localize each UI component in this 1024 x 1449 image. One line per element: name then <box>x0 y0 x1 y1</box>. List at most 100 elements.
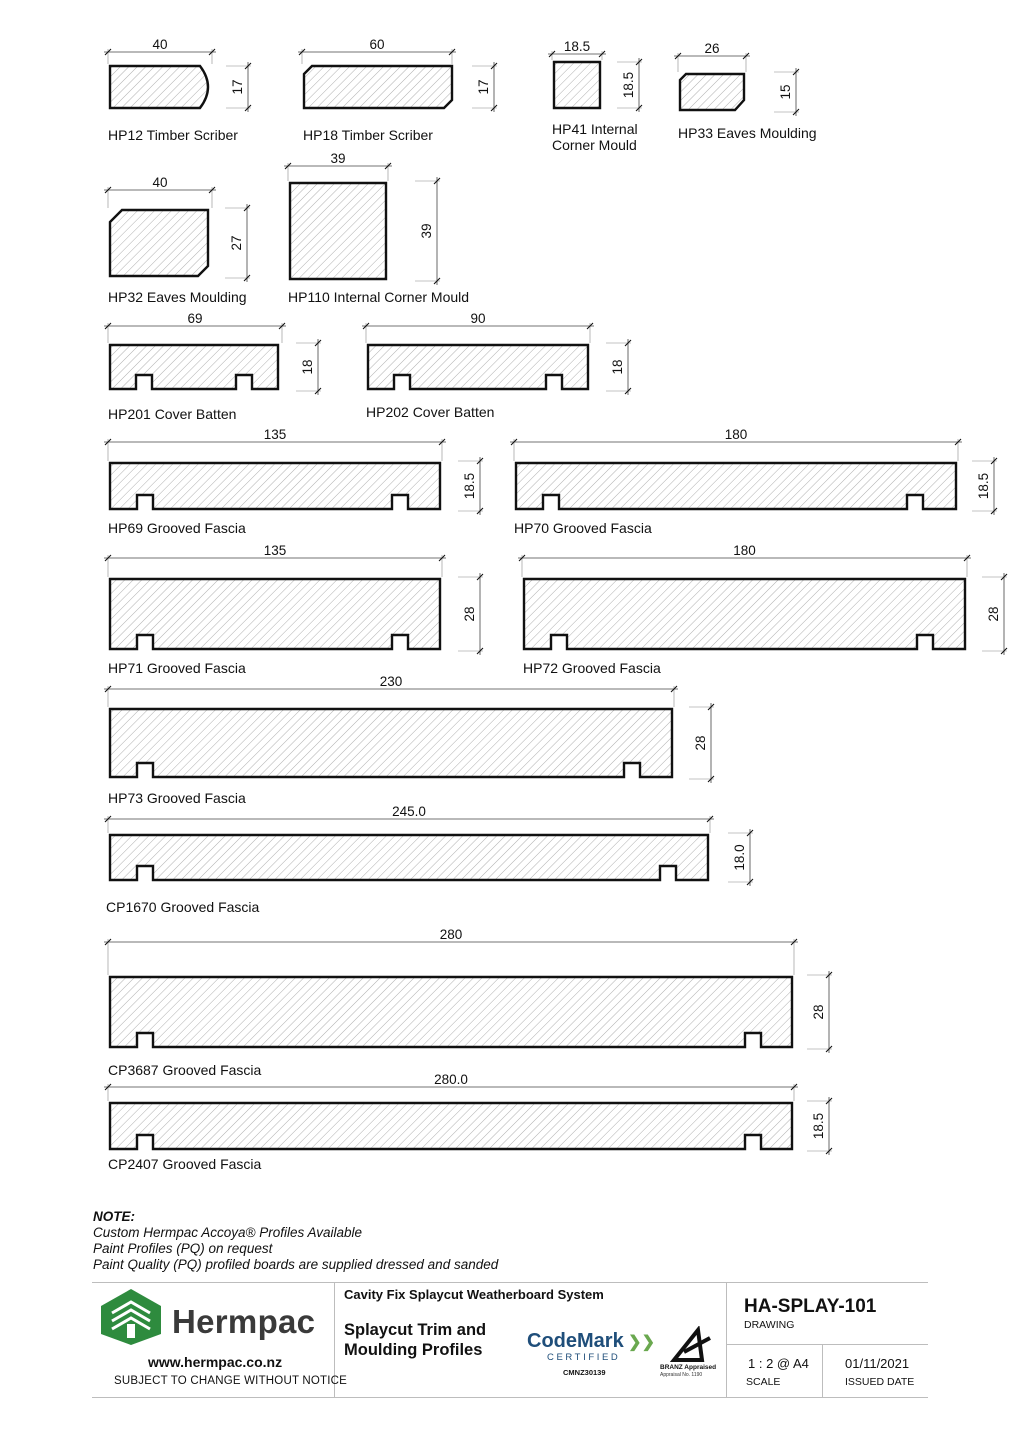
height-dimension-label: 27 <box>229 235 244 250</box>
profile-label: Corner Mould <box>552 137 637 153</box>
height-dimension-label: 18.0 <box>732 844 747 870</box>
profile-section <box>522 577 967 651</box>
width-dimension-label: 90 <box>470 311 485 326</box>
dimension-tick <box>438 554 446 562</box>
dimension-tick <box>476 573 484 581</box>
dimension-tick <box>278 322 286 330</box>
width-dimension-label: 39 <box>330 151 345 166</box>
dimension-tick <box>548 50 556 58</box>
height-dimension-label: 18 <box>610 359 625 374</box>
issued-date: 01/11/2021 <box>845 1356 910 1371</box>
profile-label: HP71 Grooved Fascia <box>108 660 246 676</box>
dimension-tick <box>314 339 322 347</box>
dimension-tick <box>825 1045 833 1053</box>
height-dimension-label: 28 <box>811 1004 826 1019</box>
profile-section <box>108 343 280 391</box>
dimension-tick <box>706 815 714 823</box>
dimension-tick <box>670 685 678 693</box>
dimension-tick <box>104 815 112 823</box>
width-dimension-label: 230 <box>380 674 403 689</box>
dimension-tick <box>518 554 526 562</box>
dimension-tick <box>825 971 833 979</box>
width-dimension-label: 60 <box>369 37 384 52</box>
branz-number: Appraisal No. 1190 <box>660 1372 703 1378</box>
branz-appraised-logo: BRANZ Appraised Appraisal No. 1190 <box>658 1325 718 1380</box>
brand-name: Hermpac <box>172 1303 316 1340</box>
hermpac-logo-icon <box>101 1289 161 1345</box>
profile-label: HP12 Timber Scriber <box>108 127 238 143</box>
dimension-tick <box>104 938 112 946</box>
profile-label: HP110 Internal Corner Mould <box>288 289 469 305</box>
height-dimension-label: 15 <box>778 84 793 99</box>
sheet-title: Splaycut Trim and Moulding Profiles <box>344 1321 487 1359</box>
dimension-tick <box>825 1097 833 1105</box>
profile-label: HP32 Eaves Moulding <box>108 289 247 305</box>
profile-section <box>366 343 590 391</box>
width-dimension-label: 180 <box>733 543 756 558</box>
width-dimension-label: 280 <box>440 927 463 942</box>
dimension-tick <box>104 1083 112 1091</box>
dimension-tick <box>635 104 643 112</box>
profile-section <box>288 181 388 281</box>
dimension-tick <box>586 322 594 330</box>
profile-label: CP1670 Grooved Fascia <box>106 899 260 915</box>
dimension-tick <box>746 878 754 886</box>
drawing-number: HA-SPLAY-101 <box>744 1296 877 1317</box>
profile-label: HP72 Grooved Fascia <box>523 660 661 676</box>
height-dimension-label: 17 <box>230 79 245 94</box>
dimension-tick <box>674 52 682 60</box>
profile-label: HP70 Grooved Fascia <box>514 520 652 536</box>
profile-label: CP3687 Grooved Fascia <box>108 1062 262 1078</box>
dimension-tick <box>792 68 800 76</box>
dimension-tick <box>792 108 800 116</box>
note-heading: NOTE: <box>93 1209 135 1224</box>
width-dimension-label: 280.0 <box>434 1072 468 1087</box>
branz-label: BRANZ Appraised <box>660 1364 717 1371</box>
subject-notice: SUBJECT TO CHANGE WITHOUT NOTICE <box>114 1375 348 1387</box>
profile-label: HP201 Cover Batten <box>108 406 236 422</box>
profile-section <box>552 60 602 110</box>
height-dimension-label: 17 <box>476 79 491 94</box>
dimension-tick <box>790 1083 798 1091</box>
dimension-tick <box>490 104 498 112</box>
dimension-tick <box>244 62 252 70</box>
dimension-tick <box>104 48 112 56</box>
dimension-tick <box>1000 647 1008 655</box>
codemark-certified-text: CERTIFIED <box>547 1352 621 1363</box>
height-dimension-label: 39 <box>419 223 434 238</box>
website-link[interactable]: www.hermpac.co.nz <box>148 1354 283 1370</box>
dimension-tick <box>624 339 632 347</box>
width-dimension-label: 135 <box>264 427 287 442</box>
width-dimension-label: 18.5 <box>564 39 590 54</box>
width-dimension-label: 180 <box>725 427 748 442</box>
height-dimension-label: 18.5 <box>621 72 636 98</box>
dimension-tick <box>490 62 498 70</box>
dimension-tick <box>298 48 306 56</box>
dimension-tick <box>476 647 484 655</box>
dimension-tick <box>990 457 998 465</box>
profile-label: HP18 Timber Scriber <box>303 127 433 143</box>
title-block <box>92 1282 928 1398</box>
width-dimension-label: 40 <box>152 175 167 190</box>
profile-section <box>108 1101 794 1151</box>
dimension-tick <box>433 277 441 285</box>
height-dimension-label: 18.5 <box>462 473 477 499</box>
profile-section <box>302 64 454 110</box>
profile-section <box>108 833 710 882</box>
profile-section <box>108 461 442 511</box>
dimension-tick <box>510 438 518 446</box>
dimension-tick <box>433 177 441 185</box>
width-dimension-label: 245.0 <box>392 804 426 819</box>
profile-label: HP73 Grooved Fascia <box>108 790 246 806</box>
profile-section <box>108 577 442 651</box>
dimension-tick <box>1000 573 1008 581</box>
branz-mark-icon <box>669 1325 711 1362</box>
profile-section <box>108 208 210 278</box>
note-line: Custom Hermpac Accoya® Profiles Availabl… <box>93 1225 363 1240</box>
profile-section <box>108 707 674 779</box>
dimension-tick <box>746 829 754 837</box>
codemark-certified-logo: CodeMark ❯❯ CERTIFIED CMNZ30139 <box>527 1330 657 1380</box>
profile-section <box>108 64 210 110</box>
dimension-tick <box>707 775 715 783</box>
dimension-tick <box>284 162 292 170</box>
